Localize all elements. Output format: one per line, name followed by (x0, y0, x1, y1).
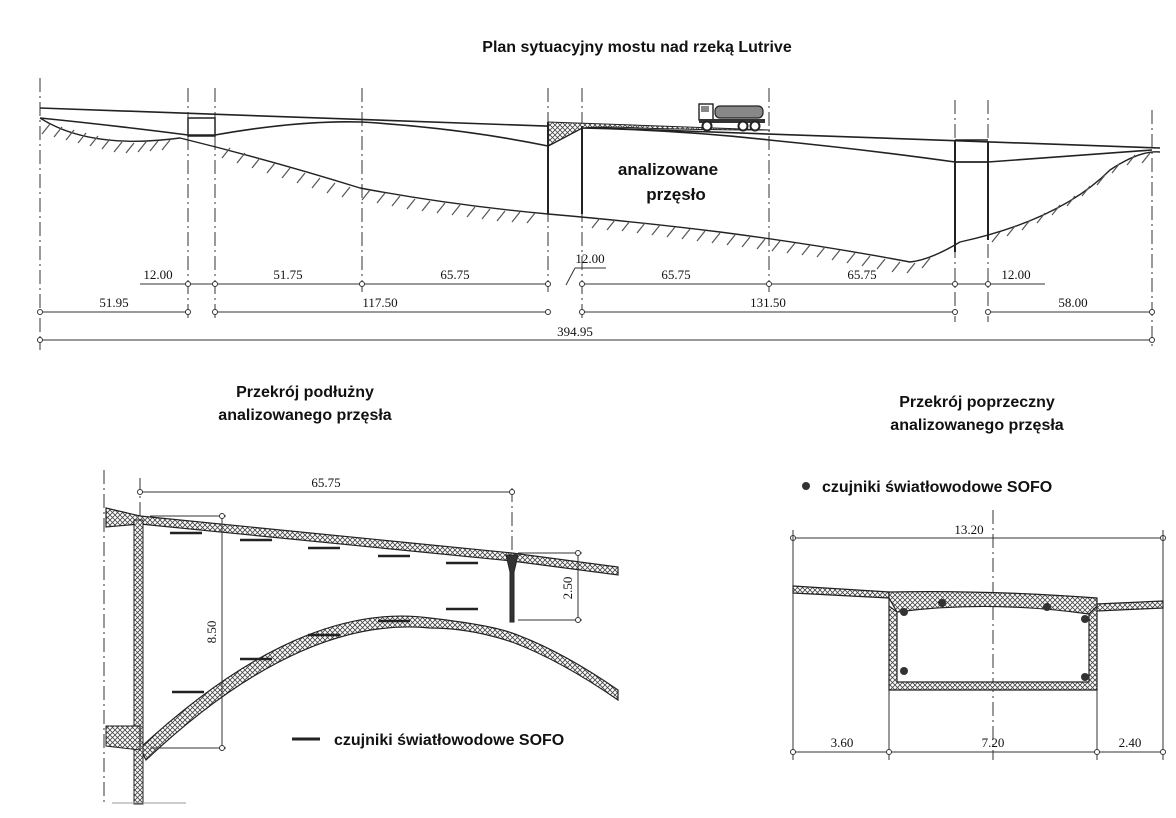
long-deck-slab (105, 507, 619, 576)
dimension-row-2: 51.95 117.50 131.50 58.00 (37, 295, 1155, 315)
sensor-dot (1081, 673, 1089, 681)
dim-row2-0: 51.95 (99, 295, 128, 310)
plan-title: Plan sytuacyjny mostu nad rzeką Lutrive (482, 39, 792, 56)
sensor-dot (1043, 603, 1051, 611)
cross-dim-right: 2.40 (1119, 735, 1142, 750)
dim-row2-3: 58.00 (1058, 295, 1087, 310)
cross-title-2: analizowanego przęsła (890, 417, 1063, 434)
dim-row1-3: 12.00 (575, 251, 604, 266)
analyzed-span-label-1: analizowane (618, 160, 718, 179)
longitudinal-title-1: Przekrój podłużny (236, 384, 374, 401)
cross-dim-width: 13.20 (954, 522, 983, 537)
dim-row1-2: 65.75 (440, 267, 469, 282)
dimension-total: 394.95 (37, 324, 1155, 343)
long-pier-wall (133, 519, 144, 805)
truck-icon (698, 103, 765, 132)
dimension-row-1: 12.00 51.75 65.75 12.00 65.75 65.75 12.0… (140, 251, 1045, 287)
dim-row2-2: 131.50 (750, 295, 786, 310)
sensor-dot (900, 667, 908, 675)
pier-1-head (187, 117, 216, 137)
analyzed-span-label-2: przęsło (646, 185, 706, 204)
cross-legend-label: czujniki światłowodowe SOFO (822, 479, 1052, 496)
long-dim-span: 65.75 (311, 475, 340, 490)
cross-title-1: Przekrój poprzeczny (899, 394, 1055, 411)
long-sensors (170, 531, 478, 694)
ground-hatching (41, 123, 1151, 274)
cross-dim-left: 3.60 (831, 735, 854, 750)
dim-row1-5: 65.75 (847, 267, 876, 282)
plan-elevation: analizowane przęsło 12.00 51.75 65.75 12… (37, 78, 1161, 350)
ground-line (39, 117, 1161, 263)
cross-section: 13.20 3.60 7.20 2.40 (790, 510, 1166, 760)
long-dim-height-pier: 8.50 (204, 621, 219, 644)
dim-row2-1: 117.50 (362, 295, 397, 310)
cross-legend-dot-icon (802, 482, 810, 490)
dim-row1-1: 51.75 (273, 267, 302, 282)
dim-row1-6: 12.00 (1001, 267, 1030, 282)
long-diaphragm (505, 554, 519, 623)
dim-row1-0: 12.00 (143, 267, 172, 282)
sensor-dot (900, 608, 908, 616)
sensor-dot (938, 599, 946, 607)
cross-dim-mid: 7.20 (982, 735, 1005, 750)
cross-sensors (900, 599, 1089, 681)
long-legend-label: czujniki światłowodowe SOFO (334, 732, 564, 749)
longitudinal-section: 65.75 8.50 2.50 (103, 470, 619, 805)
long-bottom-slab (139, 615, 619, 761)
long-dim-height-mid: 2.50 (560, 577, 575, 600)
dim-row1-4: 65.75 (661, 267, 690, 282)
longitudinal-title-2: analizowanego przęsła (218, 407, 391, 424)
dim-total: 394.95 (557, 324, 593, 339)
sensor-dot (1081, 615, 1089, 623)
